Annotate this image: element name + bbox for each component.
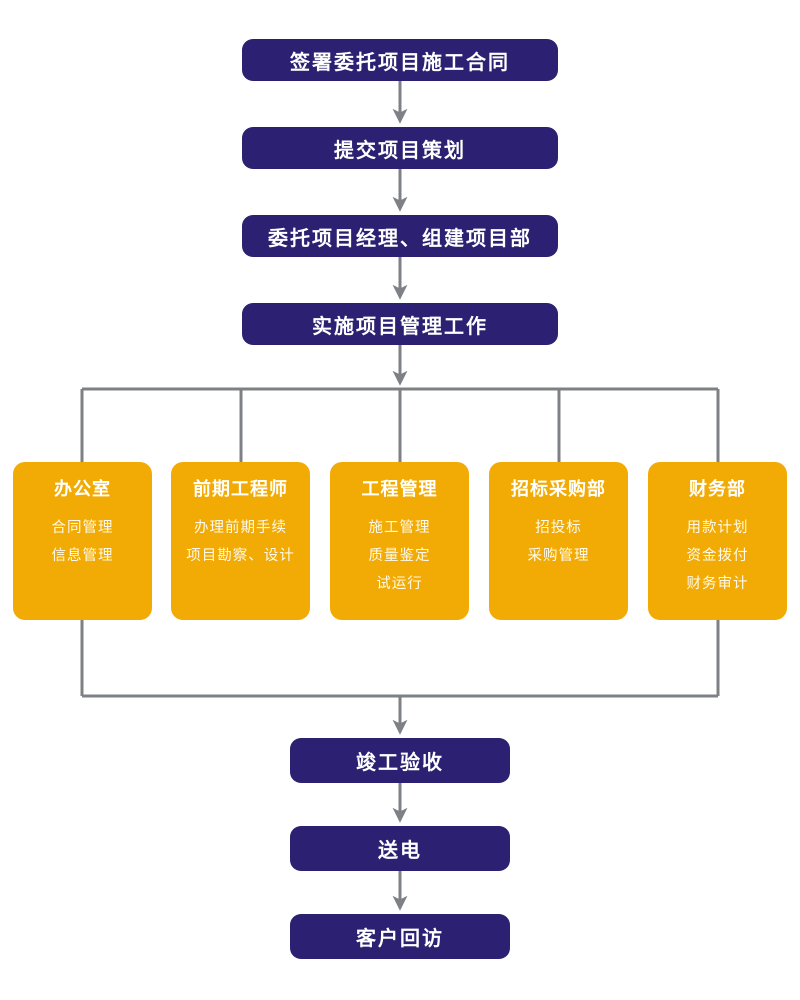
step-implement-management: 实施项目管理工作 [242, 303, 558, 345]
step-label: 提交项目策划 [334, 137, 466, 162]
dept-title: 工程管理 [361, 479, 438, 500]
step-label: 实施项目管理工作 [312, 313, 488, 338]
dept-item: 采购管理 [527, 548, 590, 564]
dept-title: 招标采购部 [511, 479, 606, 500]
step-label: 委托项目经理、组建项目部 [268, 225, 532, 250]
step-label: 签署委托项目施工合同 [290, 49, 510, 74]
dept-item: 信息管理 [51, 548, 114, 564]
dept-engineering-management: 工程管理 施工管理 质量鉴定 试运行 [330, 462, 469, 620]
dept-title: 前期工程师 [193, 479, 288, 500]
dept-title: 财务部 [689, 479, 746, 500]
step-sign-contract: 签署委托项目施工合同 [242, 39, 558, 81]
dept-title: 办公室 [54, 479, 111, 500]
step-completion-acceptance: 竣工验收 [290, 738, 510, 783]
dept-item: 施工管理 [368, 520, 431, 536]
dept-item: 资金拨付 [686, 548, 749, 564]
dept-item: 试运行 [376, 576, 423, 592]
dept-item: 招投标 [535, 520, 582, 536]
step-power-on: 送电 [290, 826, 510, 871]
dept-item: 合同管理 [51, 520, 114, 536]
dept-bidding-procurement: 招标采购部 招投标 采购管理 [489, 462, 628, 620]
step-customer-visit: 客户回访 [290, 914, 510, 959]
dept-preliminary-engineer: 前期工程师 办理前期手续 项目勘察、设计 [171, 462, 310, 620]
dept-item: 用款计划 [686, 520, 749, 536]
step-submit-plan: 提交项目策划 [242, 127, 558, 169]
step-label: 竣工验收 [356, 750, 444, 774]
dept-finance: 财务部 用款计划 资金拨付 财务审计 [648, 462, 787, 620]
dept-item: 质量鉴定 [368, 548, 431, 564]
dept-item: 项目勘察、设计 [186, 548, 295, 564]
dept-item: 办理前期手续 [194, 520, 287, 536]
step-assign-manager: 委托项目经理、组建项目部 [242, 215, 558, 257]
step-label: 客户回访 [356, 926, 444, 950]
dept-office: 办公室 合同管理 信息管理 [13, 462, 152, 620]
dept-item: 财务审计 [686, 576, 749, 592]
step-label: 送电 [378, 838, 422, 862]
